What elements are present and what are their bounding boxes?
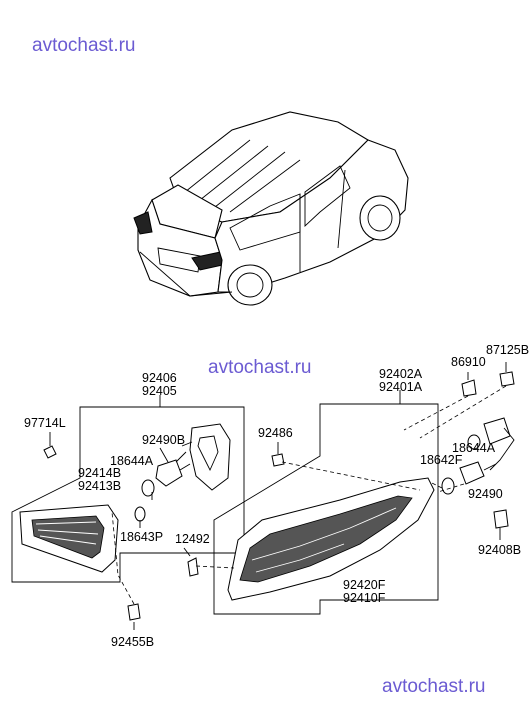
label-92405: 92405	[142, 384, 177, 398]
label-18644A-right: 18644A	[452, 441, 496, 455]
label-92486: 92486	[258, 426, 293, 440]
label-18644A-left: 18644A	[110, 454, 154, 468]
label-92455B: 92455B	[111, 635, 154, 649]
label-97714L: 97714L	[24, 416, 66, 430]
label-12492: 12492	[175, 532, 210, 546]
clip-87125B	[499, 371, 515, 387]
left-assembly	[11, 395, 245, 630]
clip-86910	[461, 379, 477, 397]
label-92410F: 92410F	[343, 591, 386, 605]
label-92402A: 92402A	[379, 367, 423, 381]
socket-92490	[459, 461, 485, 485]
bracket-92408B	[493, 509, 509, 529]
watermark-middle: avtochast.ru	[208, 357, 312, 378]
label-92490B: 92490B	[142, 433, 185, 447]
label-86910: 86910	[451, 355, 486, 369]
watermark-top: avtochast.ru	[32, 35, 136, 56]
part-labels: 92406 92405 92402A 92401A 86910 87125B 9…	[24, 343, 529, 649]
screw-92486	[271, 453, 285, 467]
label-92408B: 92408B	[478, 543, 521, 557]
bulb-18644A-right	[467, 434, 481, 450]
label-92406: 92406	[142, 371, 177, 385]
label-18643P: 18643P	[120, 530, 163, 544]
label-92420F: 92420F	[343, 578, 386, 592]
bulb-18643P	[134, 506, 146, 522]
gasket-92490B	[189, 423, 231, 491]
label-87125B: 87125B	[486, 343, 529, 357]
label-18642F: 18642F	[420, 453, 463, 467]
socket-18644A-right	[483, 417, 511, 445]
screw-12492	[187, 557, 199, 577]
watermark-bottom: avtochast.ru	[382, 676, 486, 697]
label-92401A: 92401A	[379, 380, 423, 394]
nut-97714L	[43, 445, 57, 459]
grommet-92455B	[127, 603, 141, 621]
label-92414B: 92414B	[78, 466, 121, 480]
label-92490: 92490	[468, 487, 503, 501]
right-assembly	[183, 362, 515, 615]
car-illustration	[133, 111, 409, 306]
label-92413B: 92413B	[78, 479, 121, 493]
socket-18644A-left	[155, 459, 183, 487]
bulb-92413B	[141, 479, 155, 497]
bulb-18642F	[441, 477, 455, 495]
